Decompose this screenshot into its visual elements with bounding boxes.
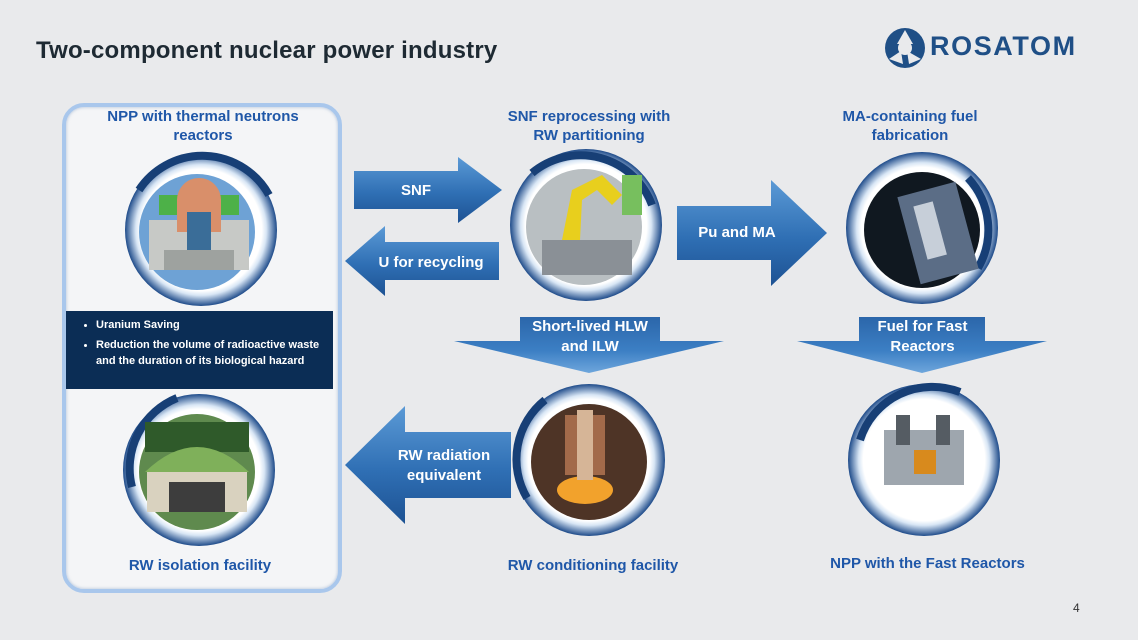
benefits-box: Uranium Saving Reduction the volume of r… — [66, 311, 333, 389]
benefit-item: Uranium Saving — [96, 317, 325, 333]
benefit-item: Reduction the volume of radioactive wast… — [96, 337, 325, 369]
npp-thermal-reactor-image — [125, 151, 277, 306]
pu-ma-arrow — [677, 180, 827, 286]
rw-equivalent-arrow-label: RW radiation equivalent — [397, 447, 491, 484]
rw-conditioning-label: RW conditioning facility — [507, 557, 679, 574]
rosatom-logo-icon — [885, 28, 925, 68]
u-recycling-arrow-label: U for recycling — [378, 254, 484, 271]
rw-conditioning-image — [512, 384, 665, 536]
fuel-fast-arrow — [797, 317, 1047, 373]
pu-ma-arrow-label: Pu and MA — [698, 224, 776, 241]
page-number: 4 — [1073, 601, 1080, 615]
logo-text: ROSATOM — [930, 31, 1077, 61]
snf-arrow — [354, 157, 502, 223]
fuel-fast-arrow-label: Fuel for Fast Reactors — [877, 318, 968, 355]
npp-fast-label: NPP with the Fast Reactors — [830, 555, 1025, 572]
ma-fuel-fabrication-image — [846, 152, 998, 304]
short-lived-arrow-label: Short-lived HLW and ILW — [532, 318, 648, 355]
slide-title: Two-component nuclear power industry — [36, 37, 498, 64]
npp-fast-reactor-image — [848, 382, 1000, 536]
short-lived-arrow — [454, 317, 724, 373]
snf-arrow-label: SNF — [401, 182, 431, 199]
npp-thermal-label: NPP with thermal neutrons reactors — [107, 108, 299, 144]
u-recycling-arrow — [345, 226, 499, 296]
ma-fuel-label: MA-containing fuel fabrication — [842, 108, 978, 144]
rw-equivalent-arrow — [345, 406, 511, 524]
snf-reprocessing-label: SNF reprocessing with RW partitioning — [507, 108, 671, 144]
rw-isolation-label: RW isolation facility — [128, 557, 272, 574]
snf-reprocessing-image — [510, 149, 662, 301]
rw-isolation-facility-image — [123, 394, 275, 546]
